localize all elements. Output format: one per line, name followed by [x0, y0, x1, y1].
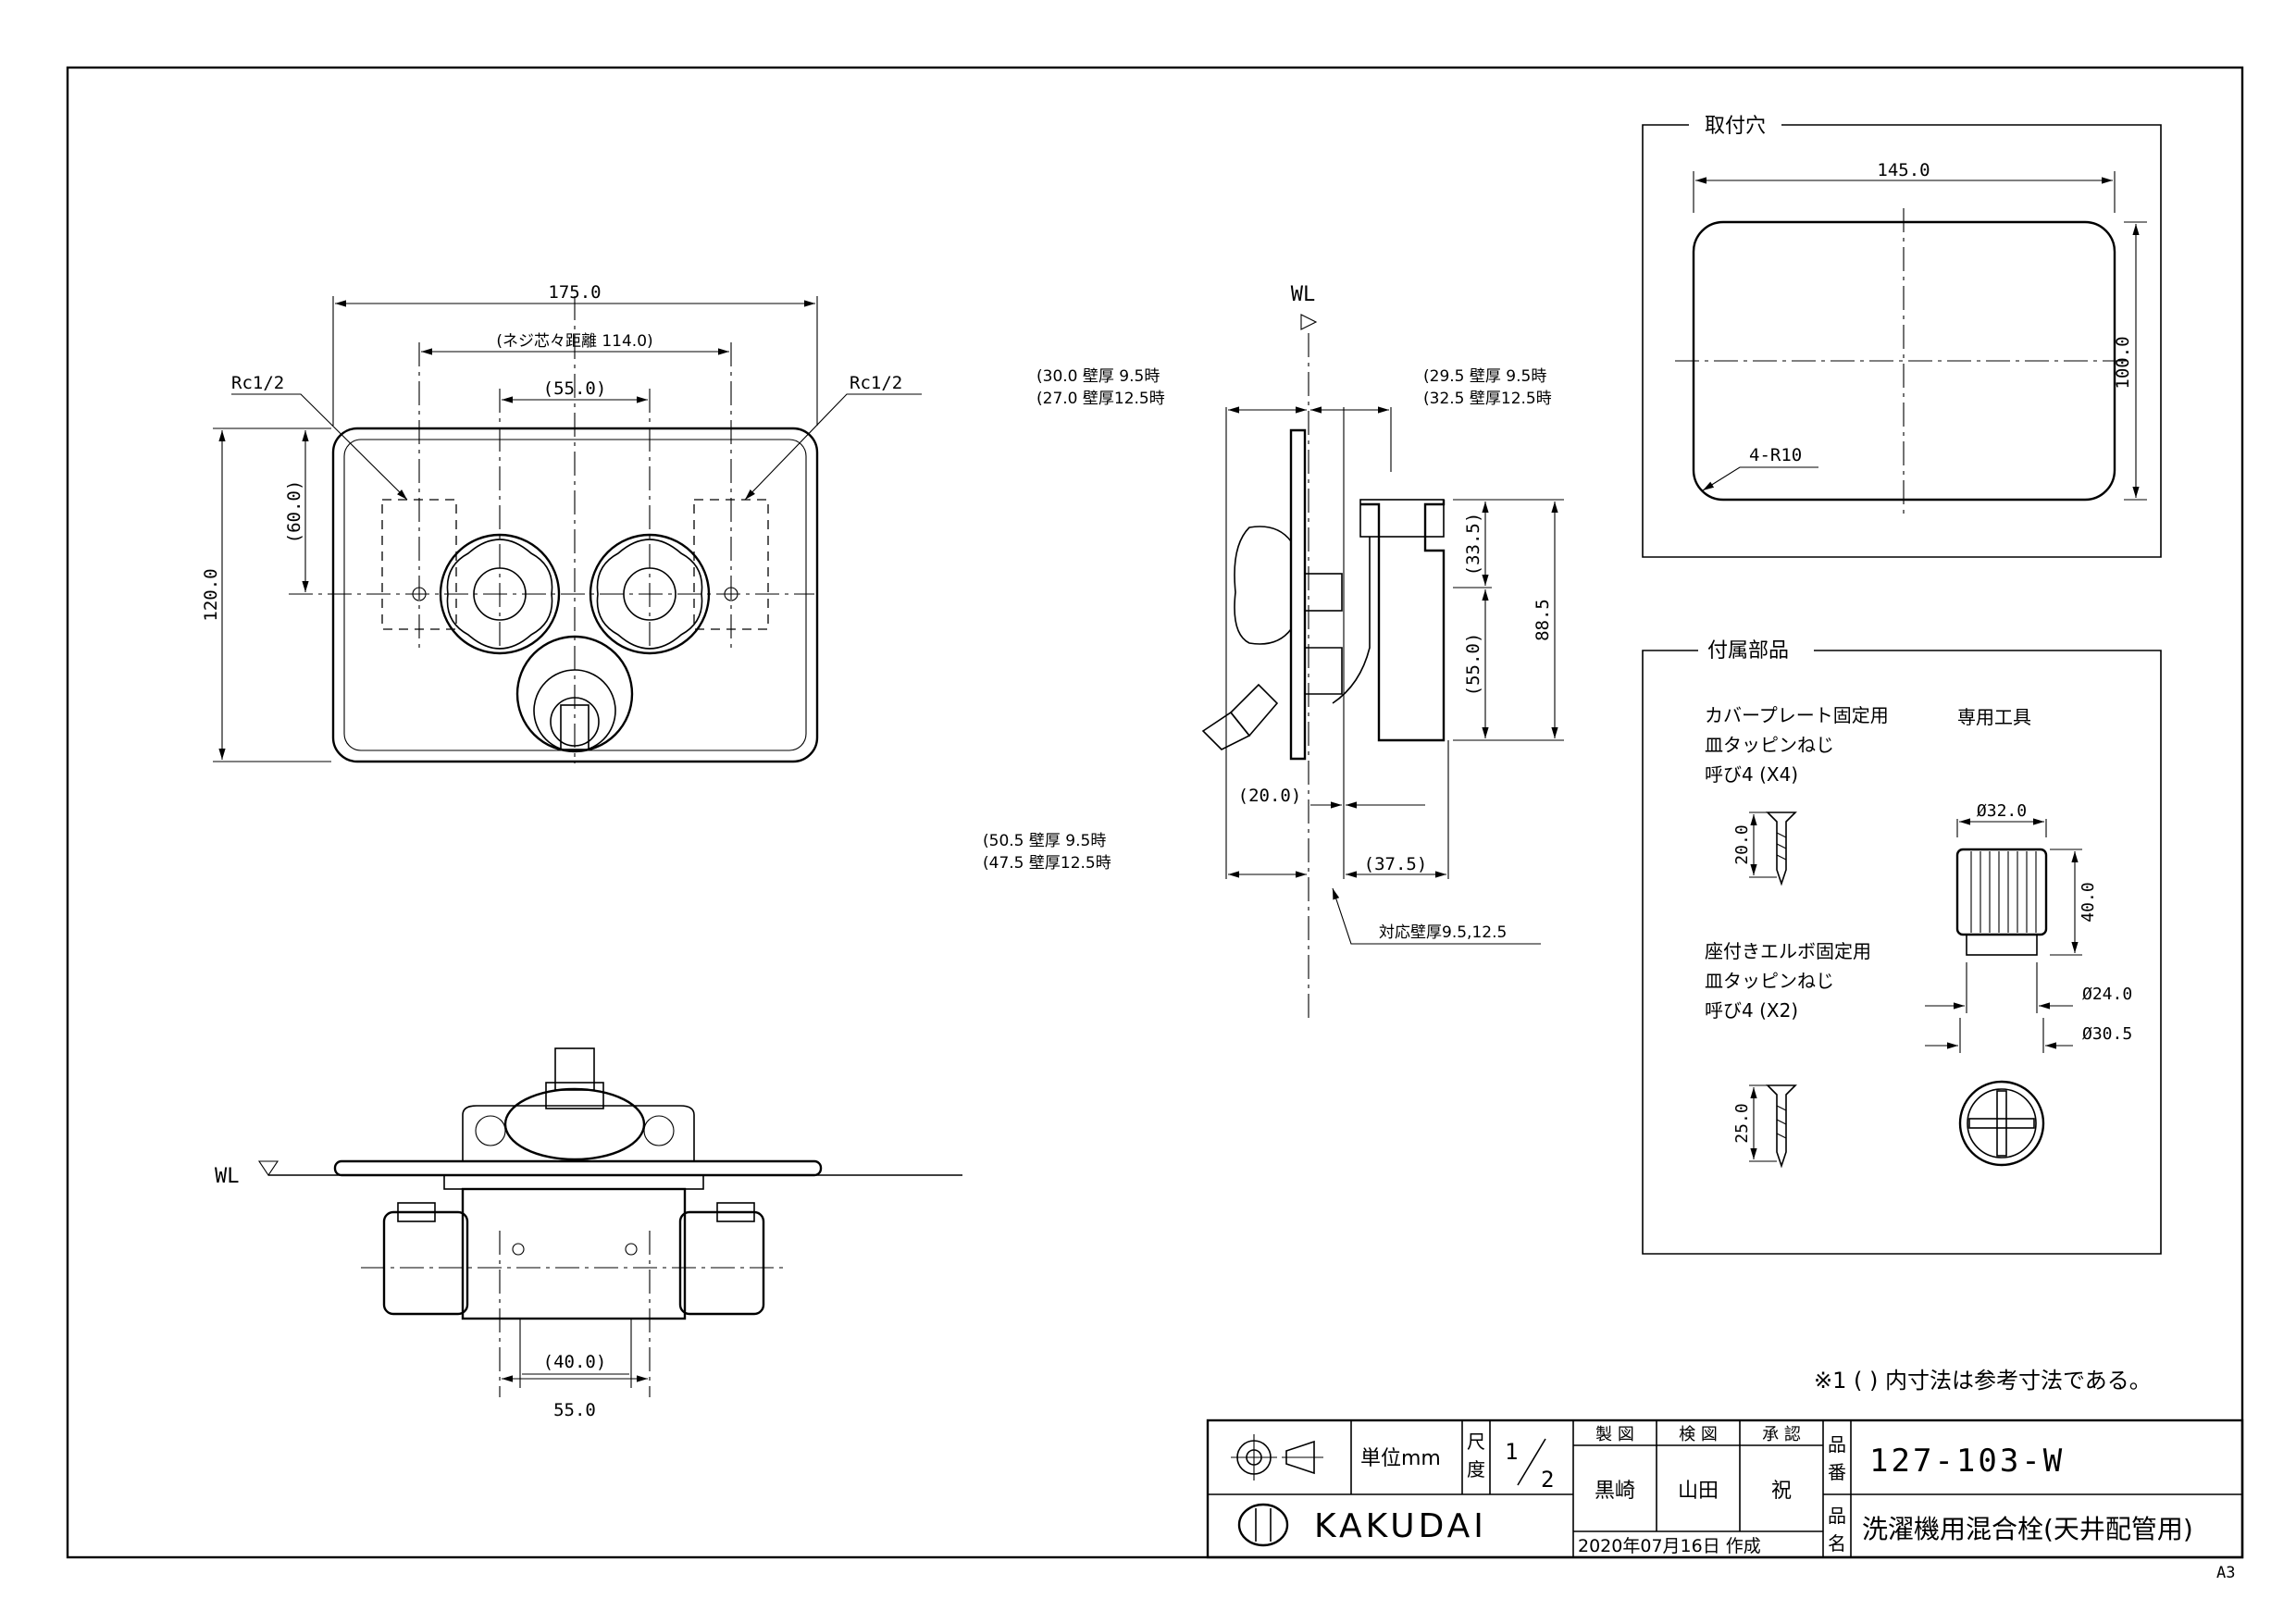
side-dim-top-left-2: (27.0 壁厚12.5時 [1036, 390, 1165, 408]
screw1-purpose: カバープレート固定用 [1705, 704, 1889, 726]
bottom-dim-55: 55.0 [553, 1400, 596, 1420]
accessories-title: 付属部品 [1707, 639, 1789, 663]
front-dim-screw-pitch: (ネジ芯々距離 114.0) [496, 332, 652, 351]
tool-diameter-24: Ø24.0 [2082, 985, 2132, 1004]
mounting-hole-title: 取付穴 [1705, 115, 1766, 138]
screw-icon-2 [1766, 1084, 1797, 1169]
screw2-type: 皿タッピンねじ [1705, 970, 1834, 992]
scale-label-1: 尺 [1467, 1431, 1485, 1453]
part-no-label-1: 品 [1828, 1433, 1846, 1456]
side-dim-top-right-1: (29.5 壁厚 9.5時 [1423, 367, 1546, 386]
side-wl-label: WL [1291, 283, 1316, 306]
side-dim-33-5: (33.5) [1463, 513, 1483, 576]
tool-diameter-30-5: Ø30.5 [2082, 1024, 2132, 1044]
scale-denominator: 2 [1541, 1467, 1554, 1493]
mounting-hole-height: 100.0 [2113, 336, 2133, 389]
scale-numerator: 1 [1505, 1439, 1518, 1465]
drafted-label: 製 図 [1595, 1425, 1634, 1444]
part-name-label-2: 名 [1828, 1532, 1846, 1555]
bottom-view [257, 1047, 962, 1397]
tool-height-40: 40.0 [2079, 882, 2098, 922]
mounting-hole-box [1642, 124, 2162, 558]
checked-label: 検 図 [1679, 1425, 1718, 1444]
bottom-dim-40: (40.0) [543, 1352, 607, 1372]
mounting-hole-radius: 4-R10 [1749, 445, 1802, 465]
side-dim-55-0: (55.0) [1463, 633, 1483, 697]
front-view [213, 296, 922, 763]
front-dim-height: 120.0 [201, 568, 221, 621]
sheet-border [66, 66, 2244, 1559]
side-view [1201, 314, 1564, 1018]
bottom-wl-label: WL [215, 1165, 240, 1188]
front-thread-left: Rc1/2 [231, 373, 284, 393]
tool-diameter-32: Ø32.0 [1977, 801, 2027, 821]
side-dim-bottom-left-1: (50.5 壁厚 9.5時 [983, 832, 1106, 850]
screw-icon [1766, 812, 1797, 886]
mounting-hole-width: 145.0 [1877, 160, 1930, 180]
checked-by: 山田 [1678, 1480, 1719, 1503]
front-thread-right: Rc1/2 [850, 373, 902, 393]
screw1-length: 20.0 [1732, 824, 1752, 864]
part-name-label-1: 品 [1828, 1505, 1846, 1527]
side-dim-top-left-1: (30.0 壁厚 9.5時 [1036, 367, 1160, 386]
part-no-label-2: 番 [1828, 1461, 1846, 1483]
third-angle-projection-icon [1231, 1434, 1323, 1481]
part-name: 洗濯機用混合栓(天井配管用) [1862, 1514, 2193, 1544]
screw1-qty: 呼び4 (X4) [1705, 763, 1798, 786]
reference-note: ※1 ( ) 内寸法は参考寸法である。 [1814, 1368, 2152, 1394]
side-dim-20-0: (20.0) [1238, 786, 1302, 806]
screw2-qty: 呼び4 (X2) [1705, 999, 1798, 1022]
screw2-length: 25.0 [1732, 1103, 1752, 1143]
side-dim-bottom-left-2: (47.5 壁厚12.5時 [983, 854, 1111, 873]
tool-label: 専用工具 [1957, 706, 2031, 728]
kakudai-logo-icon [1237, 1503, 1289, 1547]
scale-label-2: 度 [1467, 1458, 1485, 1481]
side-dim-top-right-2: (32.5 壁厚12.5時 [1423, 390, 1552, 408]
creation-date: 2020年07月16日 作成 [1578, 1536, 1761, 1556]
paper-size: A3 [2216, 1564, 2235, 1582]
front-dim-center: (55.0) [543, 378, 607, 399]
special-tool-icon [1955, 848, 2048, 936]
screw1-type: 皿タッピンねじ [1705, 734, 1834, 756]
side-wall-note: 対応壁厚9.5,12.5 [1379, 923, 1507, 942]
title-block [1206, 1419, 2244, 1559]
front-dim-width: 175.0 [548, 282, 601, 303]
accessories-box [1642, 650, 2162, 1255]
unit-label: 単位mm [1360, 1447, 1441, 1470]
approved-label: 承 認 [1762, 1425, 1801, 1444]
part-number: 127-103-W [1869, 1443, 2065, 1480]
approved-by: 祝 [1771, 1480, 1792, 1503]
cover-plate-outer [331, 427, 819, 763]
side-dim-37-5: (37.5) [1364, 854, 1428, 874]
side-dim-88-5: 88.5 [1533, 599, 1553, 641]
company-name: KAKUDAI [1314, 1507, 1487, 1545]
front-dim-upper: (60.0) [284, 480, 304, 544]
screw2-purpose: 座付きエルボ固定用 [1705, 940, 1871, 962]
drafted-by: 黒崎 [1595, 1480, 1635, 1503]
